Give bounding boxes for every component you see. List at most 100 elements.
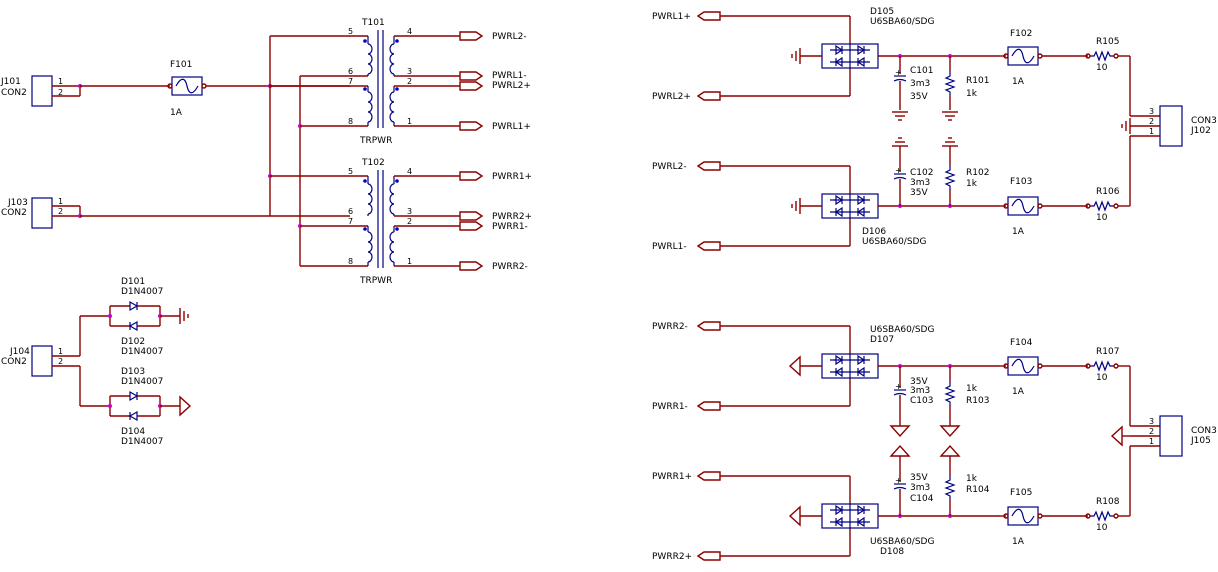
j102-ref: J102 xyxy=(1190,126,1211,136)
svg-text:2: 2 xyxy=(58,88,63,97)
net-pwrl2-pos-b: PWRL2+ xyxy=(652,92,691,102)
t101-ref: T101 xyxy=(361,18,385,28)
c102-capacitor: + xyxy=(891,137,909,206)
svg-text:2: 2 xyxy=(1149,427,1154,436)
svg-text:3: 3 xyxy=(1149,107,1154,116)
svg-text:+: + xyxy=(895,382,902,391)
svg-text:3: 3 xyxy=(1149,417,1154,426)
r102-ref: R102 xyxy=(966,168,989,178)
f103-value: 1A xyxy=(1012,227,1025,237)
net-pwrr2-pos-a: PWRR2+ xyxy=(492,212,532,222)
svg-text:8: 8 xyxy=(348,117,353,126)
d102-ref: D102 xyxy=(121,337,145,347)
j103-ref: J103 xyxy=(7,198,28,208)
d104-ref: D104 xyxy=(121,427,145,437)
diode-pair-d103-d104 xyxy=(108,390,180,422)
r105-resistor xyxy=(1085,51,1119,61)
d106-ref: D106 xyxy=(862,227,886,237)
svg-text:7: 7 xyxy=(348,217,353,226)
j103-value: CON2 xyxy=(1,208,27,218)
c101-voltage: 35V xyxy=(910,92,928,102)
r101-ref: R101 xyxy=(966,76,989,86)
d105-ref: D105 xyxy=(870,7,894,17)
svg-text:2: 2 xyxy=(58,207,63,216)
f104-ref: F104 xyxy=(1010,338,1033,348)
svg-text:5: 5 xyxy=(348,167,353,176)
r104-ref: R104 xyxy=(966,485,990,495)
r108-resistor xyxy=(1085,511,1119,521)
f101-ref: F101 xyxy=(170,60,192,70)
r107-value: 10 xyxy=(1096,373,1108,383)
f105-value: 1A xyxy=(1012,537,1025,547)
svg-text:1: 1 xyxy=(407,257,412,266)
net-pwrl2-neg-a: PWRL2- xyxy=(492,32,527,42)
svg-text:4: 4 xyxy=(407,27,412,36)
r105-ref: R105 xyxy=(1096,37,1119,47)
r101-value: 1k xyxy=(966,89,978,99)
svg-text:2: 2 xyxy=(407,217,412,226)
r108-value: 10 xyxy=(1096,523,1108,533)
r107-ref: R107 xyxy=(1096,347,1119,357)
f101-value: 1A xyxy=(170,108,183,118)
f103-ref: F103 xyxy=(1010,177,1032,187)
f105-fuse xyxy=(1003,506,1043,526)
c104-ref: C104 xyxy=(910,494,934,504)
f105-ref: F105 xyxy=(1010,488,1032,498)
f102-value: 1A xyxy=(1012,77,1025,87)
d105-value: U6SBA60/SDG xyxy=(870,17,934,27)
svg-text:8: 8 xyxy=(348,257,353,266)
net-pwrr2-pos-b: PWRR2+ xyxy=(652,552,692,562)
c101-capacitor: + xyxy=(891,56,909,121)
r104-value: 1k xyxy=(966,474,978,484)
net-pwrl1-neg-a: PWRL1- xyxy=(492,71,527,81)
j101-connector: 1 2 J101 CON2 xyxy=(0,75,82,107)
d104-value: D1N4007 xyxy=(121,437,163,447)
c104-voltage: 35V xyxy=(910,473,928,483)
svg-text:+: + xyxy=(895,166,902,175)
d108-bridge xyxy=(821,503,879,529)
svg-text:7: 7 xyxy=(348,77,353,86)
svg-text:3: 3 xyxy=(407,67,412,76)
r107-resistor xyxy=(1085,361,1119,371)
r106-ref: R106 xyxy=(1096,187,1120,197)
net-pwrl1-neg-b: PWRL1- xyxy=(652,242,687,252)
t102-ref: T102 xyxy=(361,158,385,168)
r106-resistor xyxy=(1085,201,1119,211)
t102-value: TRPWR xyxy=(359,276,392,286)
d107-value: U6SBA60/SDG xyxy=(870,325,934,335)
j101-value: CON2 xyxy=(1,88,27,98)
c102-ref: C102 xyxy=(910,168,933,178)
r104-resistor xyxy=(940,445,960,516)
diode-pair-d101-d102 xyxy=(108,300,180,332)
d103-value: D1N4007 xyxy=(121,377,163,387)
t101-value: TRPWR xyxy=(359,136,392,146)
svg-text:2: 2 xyxy=(58,357,63,366)
d107-ref: D107 xyxy=(870,335,894,345)
j105-value: CON3 xyxy=(1191,426,1217,436)
f102-ref: F102 xyxy=(1010,29,1032,39)
j105-ref: J105 xyxy=(1190,436,1211,446)
svg-text:3: 3 xyxy=(407,207,412,216)
c103-voltage: 35V xyxy=(910,377,928,387)
svg-text:+: + xyxy=(895,476,902,485)
t102-transformer: 5 6 7 8 4 3 2 1 T102 TRPWR xyxy=(270,158,460,286)
net-pwrr2-neg-b: PWRR2- xyxy=(652,322,688,332)
svg-text:6: 6 xyxy=(348,67,353,76)
d101-value: D1N4007 xyxy=(121,287,163,297)
c103-capacitor: + xyxy=(890,366,910,437)
svg-text:5: 5 xyxy=(348,27,353,36)
c104-capacitor: + xyxy=(890,445,910,516)
r102-value: 1k xyxy=(966,179,978,189)
svg-text:4: 4 xyxy=(407,167,412,176)
c101-value: 3m3 xyxy=(910,79,930,89)
r103-value: 1k xyxy=(966,384,978,394)
svg-text:1: 1 xyxy=(58,347,63,356)
net-pwrl2-neg-b: PWRL2- xyxy=(652,162,687,172)
r106-value: 10 xyxy=(1096,213,1108,223)
net-pwrr1-pos-b: PWRR1+ xyxy=(652,472,692,482)
r105-value: 10 xyxy=(1096,63,1108,73)
net-pwrr2-neg-a: PWRR2- xyxy=(492,262,528,272)
j101-ref: J101 xyxy=(0,77,21,87)
c103-ref: C103 xyxy=(910,396,933,406)
